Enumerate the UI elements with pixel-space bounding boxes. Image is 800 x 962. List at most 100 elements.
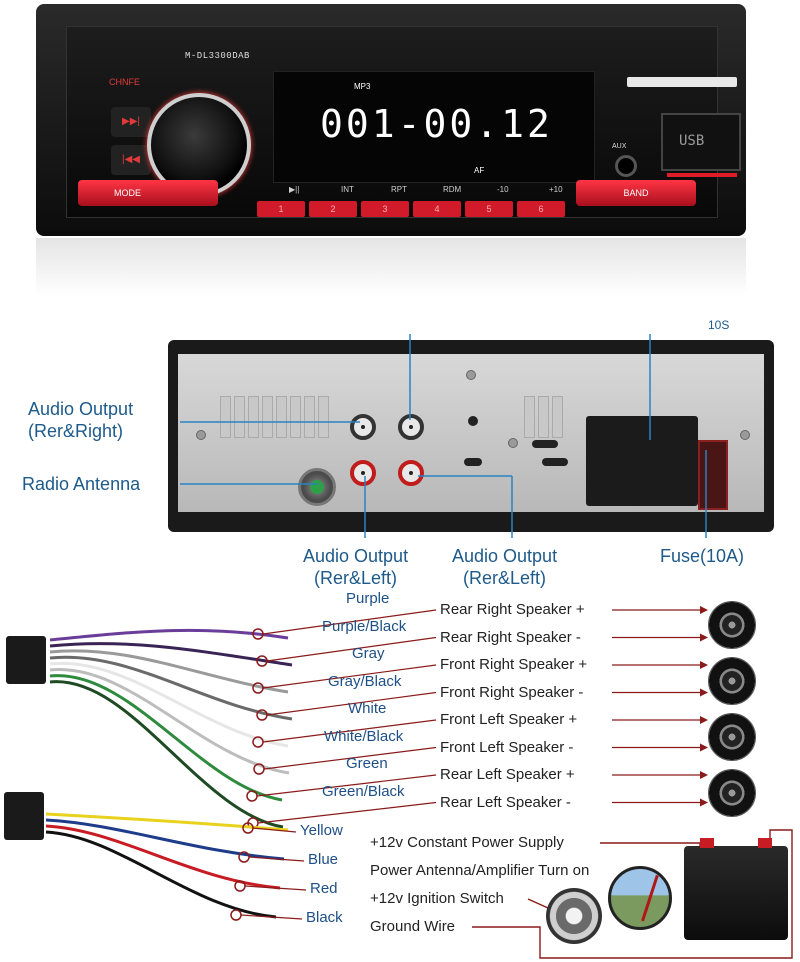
vent-slot [220,396,231,438]
rca-jack-rear-right-1 [350,414,376,440]
wire-color-label: Blue [308,851,339,868]
wire-function-label: Power Antenna/Amplifier Turn on [370,862,590,879]
preset-key-5[interactable]: 5 [465,201,513,217]
aux-label: AUX [612,143,627,150]
preset-key-3[interactable]: 3 [361,201,409,217]
wire-function-label: Ground Wire [370,918,456,935]
wire-color-label: Green [346,755,388,772]
arrow-head [700,798,708,807]
function-label: -10 [497,185,509,194]
leader-line [244,885,307,891]
display-af-indicator: AF [474,166,485,175]
preset-key-4[interactable]: 4 [413,201,461,217]
arrow-head [700,688,708,697]
leader-line [256,774,437,797]
band-button[interactable]: BAND [576,180,696,206]
preset-key-1[interactable]: 1 [257,201,305,217]
vent-slot [262,396,273,438]
vent-slot [276,396,287,438]
ignition-key-icon [546,888,602,944]
screw [740,430,750,440]
model-number: M-DL3300DAB [185,51,250,61]
wire-color-label: White/Black [324,727,404,745]
leader-line [262,719,437,743]
vent-slot [290,396,301,438]
mount-slot [542,458,568,466]
aux-jack[interactable] [615,155,637,177]
rca-jack-rear-left-1 [350,460,376,486]
wire-color-label: Green/Black [322,782,405,800]
wire-function-label: Front Right Speaker + [440,656,588,673]
arrow-head [700,743,708,752]
arrow-head [700,771,708,779]
function-label-row: ▶|| INT RPT RDM -10 +10 [267,185,607,199]
wire-color-label: Black [306,909,343,926]
next-track-button[interactable]: ▶▶| [111,107,151,137]
wire-color-label: Red [310,880,338,897]
leader-line [257,801,437,824]
wire-function-label: +12v Ignition Switch [370,890,504,907]
display-format-indicator: MP3 [354,82,371,91]
preset-key-row: 1 2 3 4 5 6 [247,201,607,219]
wire-color-label: Gray/Black [328,672,402,690]
usb-accent-strip [667,173,737,177]
wire-function-label: Rear Right Speaker - [440,628,581,646]
leader-line [252,827,297,833]
lcd-display: MP3 001-00.12 AF [273,71,595,183]
leader-line [240,914,303,920]
screw [196,430,206,440]
wire [49,649,289,694]
vent-slot [552,396,563,438]
rear-panel-callout-lines [180,334,707,538]
speaker-icon-rear-left [708,769,756,817]
wire [49,668,290,775]
wire [45,818,285,861]
usb-port[interactable]: USB [661,113,741,171]
head-unit-faceplate: M-DL3300DAB CHNFE ▶▶| |◀◀ MP3 001-00.12 … [66,26,741,219]
mode-button[interactable]: MODE [78,180,218,206]
card-slot [627,77,737,87]
function-label: RPT [391,185,407,194]
prev-track-button[interactable]: |◀◀ [111,145,151,175]
rca-jack-rear-right-2 [398,414,424,440]
radio-antenna-socket [298,468,336,506]
callout-radio-antenna: Radio Antenna [22,474,141,494]
wire-function-label: +12v Constant Power Supply [370,834,564,851]
speaker-icon-rear-right [708,601,756,649]
wire [45,824,281,890]
usb-label: USB [679,133,705,149]
function-label: RDM [443,185,462,194]
display-track-time: 001-00.12 [320,102,553,146]
connector-line-ignition [527,898,549,909]
vent-slot [248,396,259,438]
speaker-icon-front-right [708,657,756,705]
wire-color-label: Yellow [300,822,343,839]
connector-line-ground [472,829,793,959]
callout-audio-output-left-1: Audio Output (Rer&Left) [303,546,409,588]
function-label: ▶|| [289,185,300,194]
wire [49,642,293,667]
power-harness-connector [4,792,44,840]
leader-line [266,691,437,716]
wire-color-label: White [348,700,387,717]
arrow-head [700,716,708,724]
mount-slot [532,440,558,448]
volume-knob[interactable] [147,93,251,197]
callout-fuse: Fuse(10A) [660,546,745,566]
vent-slot [304,396,315,438]
function-label: INT [341,185,354,194]
preset-key-2[interactable]: 2 [309,201,357,217]
wire-color-label: Purple/Black [322,617,407,635]
wiring-diagram [45,606,793,959]
preset-key-6[interactable]: 6 [517,201,565,217]
wire [49,628,289,642]
head-unit-front: M-DL3300DAB CHNFE ▶▶| |◀◀ MP3 001-00.12 … [36,4,746,236]
wire-function-label: Front Left Speaker + [440,711,578,728]
wire-color-label: Purple [346,590,390,607]
callout-audio-output-left-2: Audio Output (Rer&Left) [452,546,558,588]
leader-line [266,636,437,662]
wire-function-label: Front Right Speaker - [440,683,584,701]
power-antenna-icon [608,866,672,930]
leader-line [263,746,437,770]
function-label: +10 [549,185,563,194]
